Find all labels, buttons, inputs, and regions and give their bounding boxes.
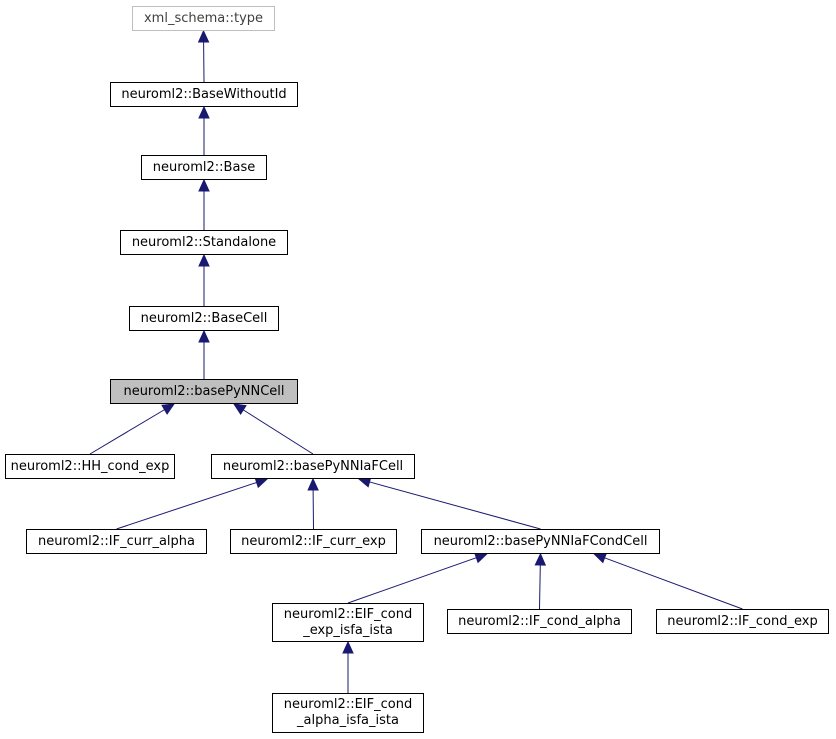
node-label: xml_schema::type — [143, 10, 264, 26]
node-hh-cond-exp[interactable]: neuroml2::HH_cond_exp — [5, 454, 175, 479]
node-label: neuroml2::IF_cond_alpha — [458, 613, 621, 629]
edge-eif_cond_exp-to-base_pynn_iaf_cond_cell — [347, 557, 477, 604]
arrowhead-standalone-to-base — [198, 178, 210, 192]
edge-base_pynn_iaf_cell-to-base_pynn_cell — [243, 409, 314, 455]
node-label-line1: neuroml2::EIF_cond — [283, 697, 413, 712]
node-label: neuroml2::IF_cond_exp — [667, 613, 818, 629]
node-if-curr-exp[interactable]: neuroml2::IF_curr_exp — [230, 529, 397, 554]
node-eif-cond-alpha-isfa-ista[interactable]: neuroml2::EIF_cond _alpha_isfa_ista — [272, 693, 424, 733]
node-base-without-id[interactable]: neuroml2::BaseWithoutId — [110, 82, 298, 107]
arrowhead-base_without_id-to-xml_type — [197, 29, 210, 43]
node-label-line1: neuroml2::EIF_cond — [283, 606, 413, 622]
arrowhead-hh_cond_exp-to-base_pynn_cell — [161, 403, 176, 415]
arrowhead-if_cond_alpha-to-base_pynn_iaf_cond_cell — [534, 552, 547, 566]
node-label-line2: _alpha_isfa_ista — [297, 713, 399, 728]
edge-if_cond_exp-to-base_pynn_iaf_cond_cell — [604, 557, 743, 610]
node-base-cell[interactable]: neuroml2::BaseCell — [129, 306, 279, 331]
node-label: neuroml2::IF_curr_alpha — [38, 533, 195, 549]
node-xml-schema-type[interactable]: xml_schema::type — [132, 6, 275, 31]
node-if-cond-alpha[interactable]: neuroml2::IF_cond_alpha — [447, 609, 632, 634]
node-base-pynn-iaf-cond-cell[interactable]: neuroml2::basePyNNIaFCondCell — [421, 529, 660, 554]
node-label-line2: _exp_isfa_ista — [303, 622, 393, 638]
edge-hh_cond_exp-to-base_pynn_cell — [89, 409, 165, 455]
node-if-cond-exp[interactable]: neuroml2::IF_cond_exp — [656, 609, 829, 634]
node-label: neuroml2::Standalone — [131, 234, 277, 250]
arrowhead-base_pynn_iaf_cell-to-base_pynn_cell — [232, 403, 247, 416]
arrowhead-eif_cond_alpha-to-eif_cond_exp — [342, 640, 354, 654]
node-label: neuroml2::HH_cond_exp — [10, 458, 170, 474]
edge-base_pynn_iaf_cond_cell-to-base_pynn_iaf_cell — [369, 481, 541, 530]
node-label: neuroml2::BaseCell — [140, 310, 268, 326]
node-label: neuroml2::IF_curr_exp — [241, 533, 386, 549]
arrowhead-base-to-base_without_id — [198, 105, 210, 119]
arrowhead-if_cond_exp-to-base_pynn_iaf_cond_cell — [593, 552, 608, 564]
arrowhead-if_curr_alpha-to-base_pynn_iaf_cell — [254, 477, 269, 489]
node-base-pynn-iaf-cell[interactable]: neuroml2::basePyNNIaFCell — [211, 454, 415, 479]
arrowhead-base_pynn_cell-to-base_cell — [198, 329, 210, 343]
node-label: neuroml2::Base — [152, 159, 256, 175]
edge-if_curr_alpha-to-base_pynn_iaf_cell — [116, 481, 257, 530]
node-eif-cond-exp-isfa-ista[interactable]: neuroml2::EIF_cond _exp_isfa_ista — [272, 603, 424, 642]
node-label: neuroml2::basePyNNCell — [123, 383, 285, 399]
node-base[interactable]: neuroml2::Base — [141, 155, 267, 180]
node-label: neuroml2::BaseWithoutId — [121, 86, 287, 102]
node-label: neuroml2::basePyNNIaFCondCell — [433, 533, 648, 549]
node-label: neuroml2::basePyNNIaFCell — [222, 458, 404, 474]
node-if-curr-alpha[interactable]: neuroml2::IF_curr_alpha — [26, 529, 207, 554]
arrowhead-eif_cond_exp-to-base_pynn_iaf_cond_cell — [473, 552, 488, 564]
node-standalone[interactable]: neuroml2::Standalone — [120, 230, 288, 255]
node-base-pynn-cell[interactable]: neuroml2::basePyNNCell — [110, 379, 298, 404]
arrowhead-if_curr_exp-to-base_pynn_iaf_cell — [307, 477, 319, 491]
arrowhead-base_cell-to-standalone — [198, 253, 210, 267]
edge-if_cond_alpha-to-base_pynn_iaf_cond_cell — [539, 564, 541, 610]
